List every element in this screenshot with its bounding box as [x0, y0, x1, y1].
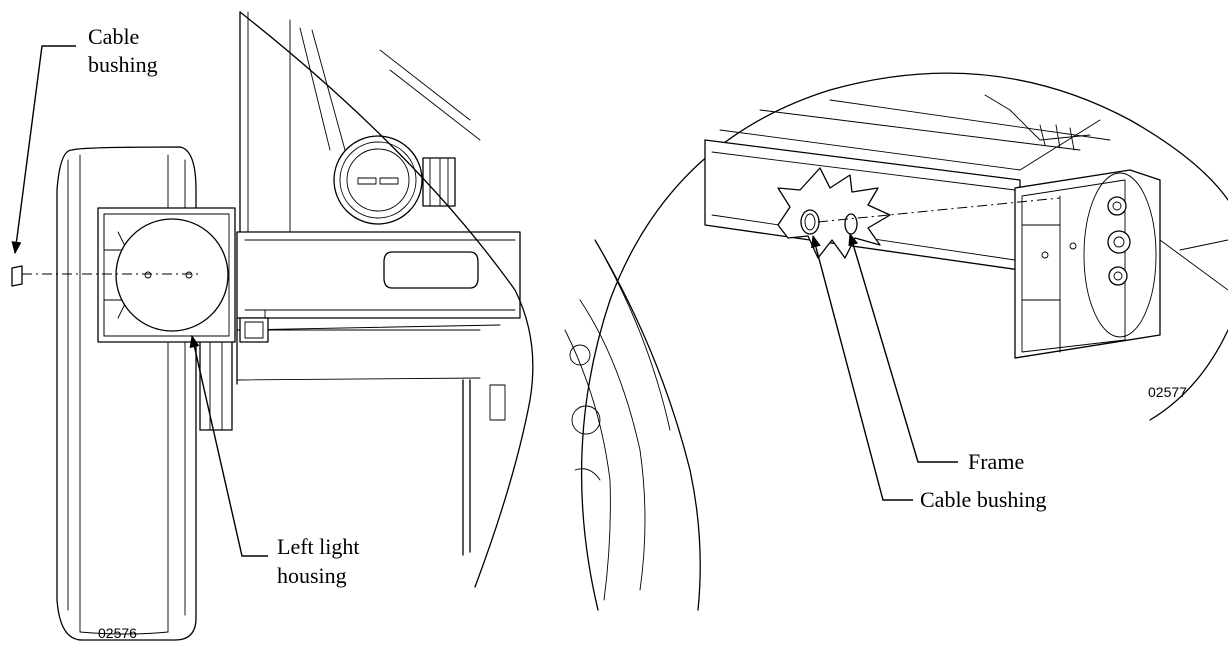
tire-right: [564, 239, 701, 611]
figure-frame-cable-bushing: [564, 72, 1228, 611]
detail-boundary-arc-left: [239, 11, 534, 588]
knob-left: [333, 135, 456, 225]
trailer-frame-left: [236, 11, 521, 556]
figure-number-right: 02577: [1148, 384, 1187, 400]
center-line-right: [817, 197, 1061, 223]
callout-left-light-housing: Left light housing: [189, 334, 359, 588]
hub-left: [199, 331, 233, 431]
frame-hole: [844, 213, 858, 235]
callout-frame-label: Frame: [968, 449, 1024, 474]
callout-cable-bushing-left: Cable bushing: [11, 24, 158, 255]
light-housing-right: [1014, 169, 1228, 359]
detail-boundary-arc-right-lower: [1149, 329, 1228, 421]
callout-left-light-housing-line2: housing: [277, 563, 347, 588]
callout-cable-bushing-right: Cable bushing: [811, 234, 1047, 512]
callout-frame: Frame: [848, 232, 1024, 474]
highlight-burst: [777, 167, 891, 259]
left-light-housing-shape: [97, 207, 236, 343]
figure-left-light-housing: [11, 11, 534, 641]
callout-cable-bushing-left-line1: Cable: [88, 24, 139, 49]
callout-cable-bushing-left-line2: bushing: [88, 52, 158, 77]
callout-left-light-housing-line1: Left light: [277, 534, 359, 559]
cable-bushing-part-left: [11, 265, 23, 287]
figure-number-left: 02576: [98, 625, 137, 641]
callout-cable-bushing-right-label: Cable bushing: [920, 487, 1047, 512]
detail-boundary-arc-right: [580, 72, 1228, 611]
